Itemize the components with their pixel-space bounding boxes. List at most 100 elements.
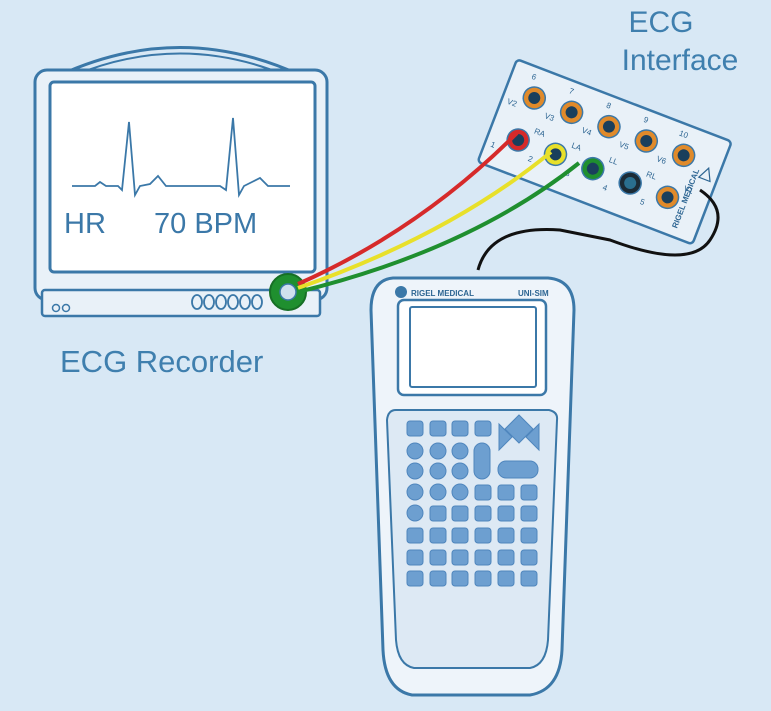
keypad-key[interactable] bbox=[406, 549, 424, 566]
ecg-interface-box: 6 7 8 9 10 V2 V3 V4 V5 V6 1 2 3 4 bbox=[477, 59, 732, 245]
keypad-key[interactable] bbox=[429, 549, 447, 566]
keypad-key[interactable] bbox=[429, 505, 447, 522]
monitor-socket-core bbox=[279, 283, 297, 301]
keypad-key[interactable] bbox=[406, 462, 424, 480]
monitor-button[interactable] bbox=[191, 294, 203, 310]
ecg-interface-label-line2: Interface bbox=[622, 44, 739, 77]
direction-pad[interactable] bbox=[498, 414, 540, 452]
keypad-key[interactable] bbox=[497, 527, 515, 544]
hr-value: 70 BPM bbox=[154, 208, 257, 240]
monitor-handle-inner bbox=[74, 52, 286, 76]
keypad-key[interactable] bbox=[520, 570, 538, 587]
socket-num-10: 10 bbox=[678, 129, 690, 141]
keypad bbox=[406, 414, 540, 587]
monitor-button[interactable] bbox=[239, 294, 251, 310]
monitor-buttons bbox=[191, 294, 263, 310]
socket-num-7: 7 bbox=[568, 86, 576, 96]
monitor-base bbox=[40, 288, 322, 318]
monitor-handle bbox=[59, 46, 301, 77]
interface-top-row: 6 7 8 9 10 V2 V3 V4 V5 V6 bbox=[506, 72, 696, 168]
ecg-recorder-label: ECG Recorder bbox=[60, 344, 263, 379]
socket-v3-core bbox=[565, 106, 578, 119]
monitor-led-1 bbox=[51, 303, 61, 313]
simulator-screen bbox=[409, 306, 537, 388]
keypad-key[interactable] bbox=[520, 549, 538, 566]
monitor-button[interactable] bbox=[203, 294, 215, 310]
keypad-key[interactable] bbox=[474, 570, 492, 587]
keypad-key[interactable] bbox=[451, 527, 469, 544]
keypad-wide-key[interactable] bbox=[497, 460, 539, 479]
keypad-key[interactable] bbox=[429, 570, 447, 587]
yellow-lead bbox=[297, 150, 553, 290]
monitor-button[interactable] bbox=[251, 294, 263, 310]
simulator-model: UNI-SIM bbox=[518, 289, 549, 298]
keypad-key[interactable] bbox=[429, 420, 447, 437]
monitor-button[interactable] bbox=[227, 294, 239, 310]
socket-num-2: 2 bbox=[527, 154, 535, 164]
socket-label-ra: RA bbox=[533, 127, 547, 140]
socket-label-v4: V4 bbox=[580, 126, 593, 138]
keypad-key[interactable] bbox=[520, 484, 538, 501]
socket-label-v5: V5 bbox=[618, 140, 631, 152]
dpad-center-icon[interactable] bbox=[504, 414, 534, 444]
socket-v6-core bbox=[677, 149, 690, 162]
keypad-key[interactable] bbox=[406, 504, 424, 522]
socket-label-v6: V6 bbox=[655, 154, 668, 166]
keypad-key[interactable] bbox=[406, 570, 424, 587]
keypad-key[interactable] bbox=[497, 549, 515, 566]
keypad-tall-key[interactable] bbox=[473, 442, 491, 480]
socket-ll-core bbox=[586, 162, 599, 175]
socket-v2-core bbox=[528, 91, 541, 104]
socket-label-ll: LL bbox=[608, 155, 620, 167]
keypad-key[interactable] bbox=[406, 442, 424, 460]
keypad-key[interactable] bbox=[406, 527, 424, 544]
keypad-key[interactable] bbox=[497, 570, 515, 587]
keypad-key[interactable] bbox=[451, 570, 469, 587]
monitor-button[interactable] bbox=[215, 294, 227, 310]
ecg-recorder: HR 70 BPM bbox=[33, 46, 329, 318]
monitor-led-2 bbox=[61, 303, 71, 313]
socket-v1-core bbox=[661, 191, 674, 204]
ecg-interface-label-line1: ECG bbox=[628, 6, 693, 39]
green-lead bbox=[297, 161, 581, 294]
keypad-key[interactable] bbox=[474, 484, 492, 501]
interface-bottom-row: 1 2 3 4 5 RA LA LL RL V1 bbox=[489, 127, 695, 210]
socket-num-5: 5 bbox=[639, 197, 647, 207]
socket-num-4: 4 bbox=[601, 183, 609, 193]
socket-label-v2: V2 bbox=[506, 97, 519, 109]
keypad-key[interactable] bbox=[474, 420, 492, 437]
keypad-key[interactable] bbox=[451, 483, 469, 501]
keypad-key[interactable] bbox=[406, 420, 424, 437]
dpad-left-icon[interactable] bbox=[498, 422, 513, 452]
socket-rl-core bbox=[624, 177, 637, 190]
socket-v4-core bbox=[602, 120, 615, 133]
keypad-key[interactable] bbox=[451, 549, 469, 566]
socket-label-rl: RL bbox=[645, 170, 658, 182]
keypad-key[interactable] bbox=[474, 505, 492, 522]
keypad-key[interactable] bbox=[474, 527, 492, 544]
keypad-key[interactable] bbox=[429, 442, 447, 460]
dpad-right-icon[interactable] bbox=[525, 422, 540, 452]
monitor-screen bbox=[48, 80, 317, 274]
keypad-key[interactable] bbox=[406, 483, 424, 501]
ecg-waveform bbox=[72, 117, 290, 199]
uni-sim-simulator: RIGEL MEDICAL UNI-SIM bbox=[369, 276, 576, 697]
keypad-key[interactable] bbox=[497, 505, 515, 522]
keypad-key[interactable] bbox=[520, 505, 538, 522]
keypad-key[interactable] bbox=[429, 483, 447, 501]
warning-triangle-icon bbox=[697, 166, 711, 183]
socket-v5-core bbox=[640, 134, 653, 147]
keypad-key[interactable] bbox=[451, 462, 469, 480]
socket-num-8: 8 bbox=[605, 101, 613, 111]
keypad-key[interactable] bbox=[474, 549, 492, 566]
keypad-key[interactable] bbox=[451, 505, 469, 522]
keypad-key[interactable] bbox=[451, 442, 469, 460]
simulator-brand: RIGEL MEDICAL bbox=[411, 289, 474, 298]
keypad-key[interactable] bbox=[429, 462, 447, 480]
keypad-key[interactable] bbox=[497, 484, 515, 501]
keypad-key[interactable] bbox=[520, 527, 538, 544]
socket-num-9: 9 bbox=[642, 115, 650, 125]
keypad-key[interactable] bbox=[451, 420, 469, 437]
keypad-key[interactable] bbox=[429, 527, 447, 544]
